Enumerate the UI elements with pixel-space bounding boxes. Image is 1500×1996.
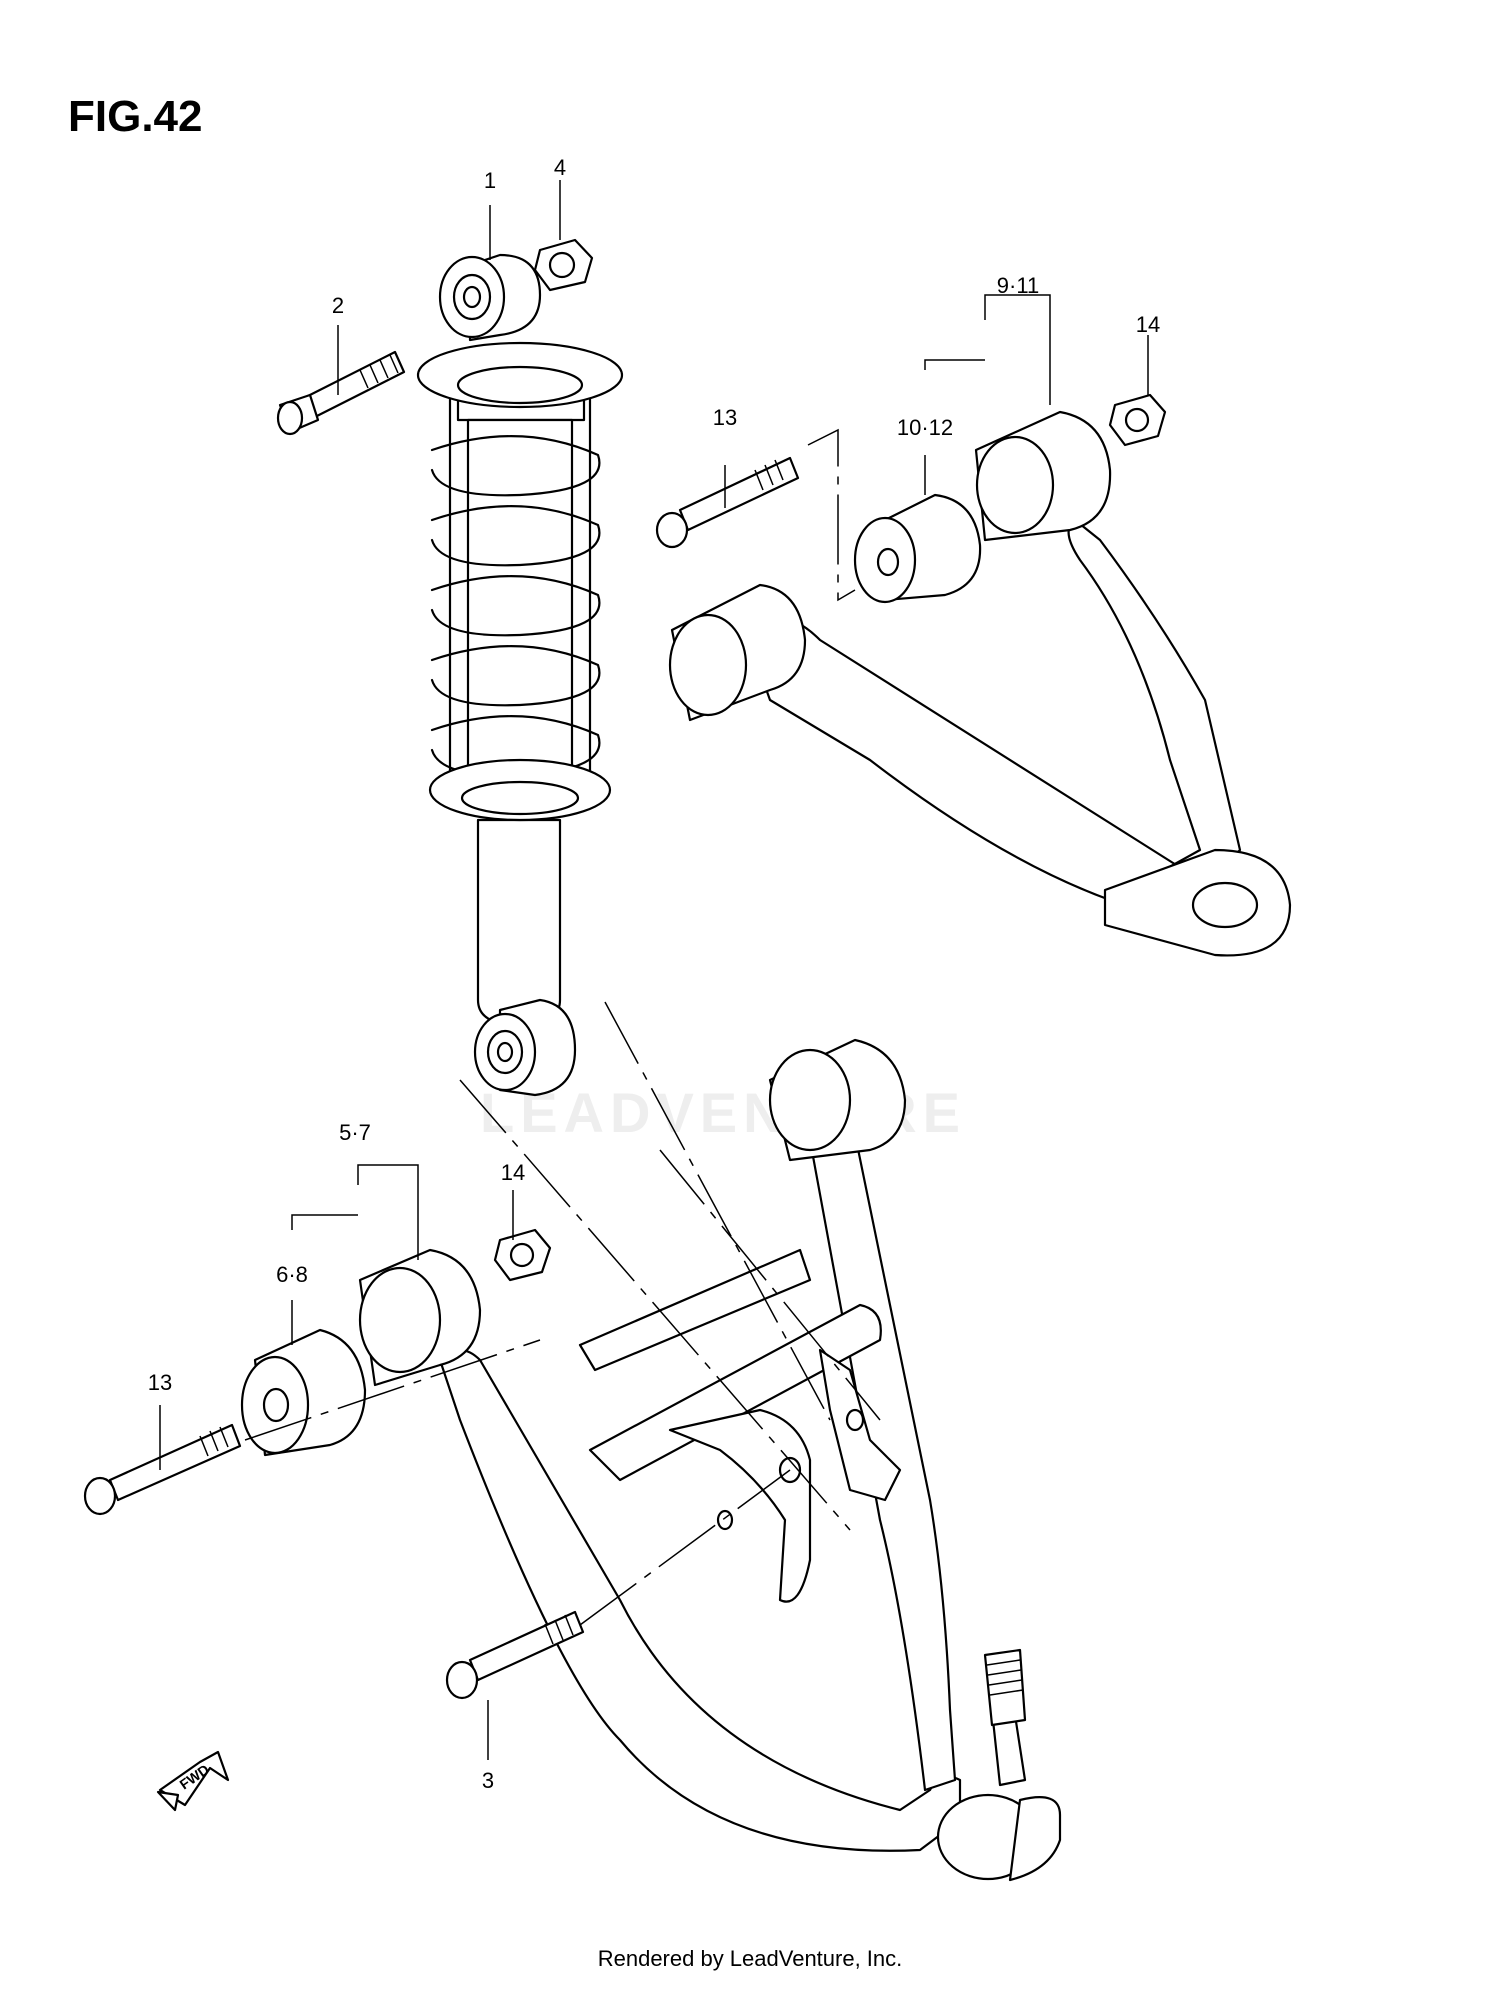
nut-part-14-lower bbox=[493, 1228, 552, 1282]
callout-5-7: 5·7 bbox=[339, 1120, 371, 1145]
callout-14-lower: 14 bbox=[501, 1160, 525, 1185]
lower-arm bbox=[358, 1038, 1062, 1882]
bushing-part-6-8 bbox=[240, 1328, 367, 1457]
bolt-part-13-upper bbox=[655, 456, 800, 549]
bolt-part-13-lower bbox=[83, 1423, 242, 1516]
bolt-part-2 bbox=[276, 350, 406, 436]
nut-part-14-upper bbox=[1108, 393, 1167, 447]
callout-9-11: 9·11 bbox=[997, 273, 1039, 298]
fwd-arrow: FWD bbox=[156, 1750, 230, 1812]
callout-2: 2 bbox=[332, 293, 344, 318]
callout-numbers: 1 4 2 9·11 14 13 10·12 5·7 14 6·8 13 3 bbox=[148, 155, 1160, 1793]
callout-14-upper: 14 bbox=[1136, 312, 1160, 337]
callout-4: 4 bbox=[554, 155, 566, 180]
callout-13-lower: 13 bbox=[148, 1370, 172, 1395]
callout-13-upper: 13 bbox=[713, 405, 737, 430]
footer-credit: Rendered by LeadVenture, Inc. bbox=[597, 1946, 903, 1971]
callout-6-8: 6·8 bbox=[276, 1262, 308, 1287]
leader-lines bbox=[159, 180, 1149, 1760]
callout-10-12: 10·12 bbox=[897, 415, 953, 440]
bolt-part-3 bbox=[445, 1610, 585, 1700]
callout-1: 1 bbox=[484, 168, 496, 193]
shock-absorber bbox=[416, 253, 624, 1097]
callout-3: 3 bbox=[482, 1768, 494, 1793]
figure-title: FIG.42 bbox=[68, 92, 203, 141]
nut-part-4 bbox=[533, 238, 594, 292]
bushing-part-10-12 bbox=[853, 493, 982, 604]
upper-arm bbox=[668, 410, 1292, 957]
